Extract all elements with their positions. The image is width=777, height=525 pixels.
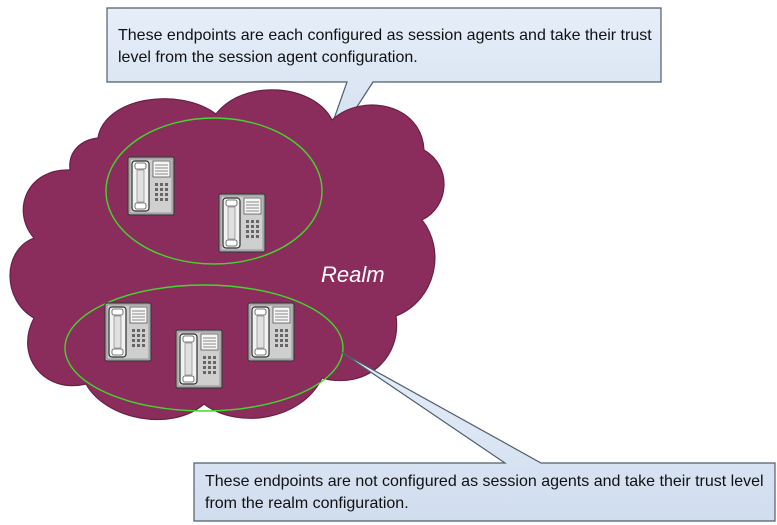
desk-phone-icon (127, 156, 175, 216)
desk-phone-icon (175, 329, 223, 389)
realm-cloud (9, 89, 445, 421)
desk-phone-icon (218, 193, 266, 253)
desk-phone-icon (104, 302, 152, 362)
desk-phone-icon (247, 302, 295, 362)
realm-endpoint-group-outline (64, 284, 344, 412)
callout-top-text: These endpoints are each configured as s… (118, 27, 652, 66)
realm-label: Realm (321, 262, 385, 287)
session-agent-group-outline (105, 117, 323, 265)
callout-bottom (193, 351, 776, 522)
callout-bottom-text: These endpoints are not configured as se… (205, 473, 764, 512)
